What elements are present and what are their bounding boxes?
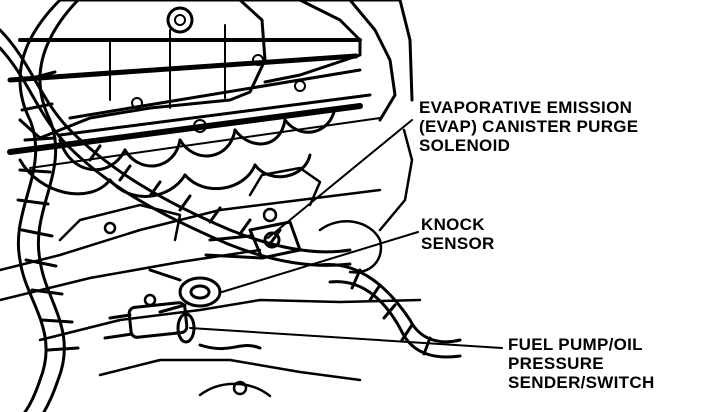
callout-fuel-pump-oil-pressure-switch: FUEL PUMP/OIL PRESSURE SENDER/SWITCH (508, 335, 655, 392)
callout-evap-line-1: EVAPORATIVE EMISSION (419, 98, 633, 117)
callout-knock-sensor: KNOCK SENSOR (421, 215, 495, 253)
callout-fuel-line-3: SENDER/SWITCH (508, 373, 655, 392)
leader-line-evap (267, 119, 413, 239)
callout-knock-line-2: SENSOR (421, 234, 495, 253)
evap-purge-solenoid (204, 220, 302, 260)
callout-fuel-line-1: FUEL PUMP/OIL (508, 335, 643, 354)
callout-evap-line-3: SOLENOID (419, 136, 511, 155)
leader-lines (189, 119, 503, 349)
knock-sensor (148, 268, 222, 314)
callout-fuel-line-2: PRESSURE (508, 354, 604, 373)
leader-line-knock (221, 231, 419, 293)
fuel-pump-oil-pressure-switch (103, 301, 262, 350)
callout-knock-line-1: KNOCK (421, 215, 485, 234)
callout-evap-canister-purge-solenoid: EVAPORATIVE EMISSION (EVAP) CANISTER PUR… (419, 98, 638, 155)
wiring-harness (0, 0, 462, 412)
leader-line-fuel (189, 327, 503, 349)
intake-manifold (7, 0, 414, 198)
callout-evap-line-2: (EVAP) CANISTER PURGE (419, 117, 639, 136)
engine-block (0, 128, 422, 398)
